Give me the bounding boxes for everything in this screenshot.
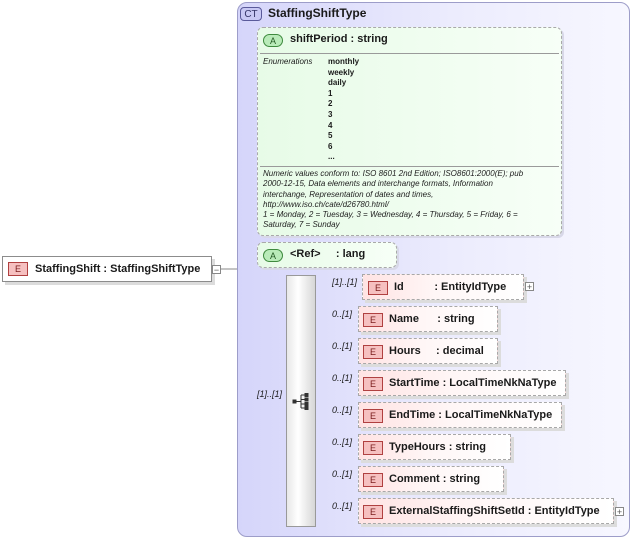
attribute-shiftperiod-label: shiftPeriod : string (290, 33, 388, 45)
child-element-label: Comment : string (389, 473, 481, 485)
child-element-externalstaffingshiftsetid[interactable]: E ExternalStaffingShiftSetId : EntityIdT… (358, 498, 614, 524)
child-cardinality: 0..[1] (332, 501, 353, 511)
element-badge: E (363, 313, 383, 327)
child-cardinality: 0..[1] (332, 405, 353, 415)
child-cardinality: 0..[1] (332, 341, 353, 351)
child-cardinality: [1]..[1] (332, 277, 358, 287)
expand-icon[interactable]: + (525, 282, 534, 292)
element-badge: E (368, 281, 388, 295)
child-element-label: Name : string (389, 313, 475, 325)
documentation-line: interchange, Representation of dates and… (263, 189, 434, 199)
documentation-line: Saturday, 7 = Sunday (263, 220, 340, 230)
documentation-line: Numeric values conform to: ISO 8601 2nd … (263, 169, 524, 178)
enumeration-value: 2 (328, 99, 333, 109)
element-badge: E (363, 441, 383, 455)
attribute-divider (260, 53, 559, 54)
sequence-cardinality: [1]..[1] (257, 389, 283, 399)
attribute-documentation: Numeric values conform to: ISO 8601 2nd … (263, 169, 561, 231)
child-element-starttime[interactable]: E StartTime : LocalTimeNkNaType (358, 370, 566, 396)
attribute-lang-box[interactable]: A <Ref> : lang (257, 242, 397, 268)
element-badge: E (363, 345, 383, 359)
complex-type-name: StaffingShiftType (268, 6, 367, 20)
root-element-badge: E (8, 262, 28, 276)
child-element-label: StartTime : LocalTimeNkNaType (389, 377, 557, 389)
enumeration-value: ... (328, 152, 335, 162)
sequence-compositor-icon (292, 393, 309, 410)
child-element-hours[interactable]: E Hours : decimal (358, 338, 498, 364)
enumeration-value: 1 (328, 88, 333, 98)
child-element-name[interactable]: E Name : string (358, 306, 498, 332)
note-divider (260, 166, 559, 167)
child-element-label: Id : EntityIdType (394, 281, 507, 293)
child-element-comment[interactable]: E Comment : string (358, 466, 504, 492)
enumeration-value: daily (328, 78, 347, 88)
child-element-label: ExternalStaffingShiftSetId : EntityIdTyp… (389, 505, 600, 517)
attribute-lang-label: <Ref> : lang (290, 248, 366, 260)
collapse-icon[interactable]: − (212, 265, 221, 275)
enumerations-label: Enumerations (263, 57, 313, 66)
child-cardinality: 0..[1] (332, 437, 353, 447)
documentation-line: http://www.iso.ch/cate/d26780.html/ (263, 199, 389, 209)
root-element-box[interactable]: E StaffingShift : StaffingShiftType (2, 256, 212, 282)
child-element-label: TypeHours : string (389, 441, 486, 453)
enumeration-value: 3 (328, 109, 333, 119)
child-cardinality: 0..[1] (332, 373, 353, 383)
expand-icon[interactable]: + (615, 507, 624, 517)
enumeration-value: 6 (328, 141, 333, 151)
documentation-line: 1 = Monday, 2 = Tuesday, 3 = Wednesday, … (263, 210, 518, 220)
child-element-label: Hours : decimal (389, 345, 484, 357)
attribute-badge: A (263, 249, 283, 262)
enumeration-value: 4 (328, 120, 333, 130)
element-badge: E (363, 409, 383, 423)
element-badge: E (363, 505, 383, 519)
documentation-line: 2000-12-15, Data elements and interchang… (263, 179, 493, 189)
enumeration-value: monthly (328, 57, 360, 66)
attribute-shiftperiod-box[interactable]: A shiftPeriod : string Enumerations mont… (257, 27, 562, 236)
enumeration-value: weekly (328, 67, 355, 77)
root-element-label: StaffingShift : StaffingShiftType (35, 263, 201, 275)
child-element-label: EndTime : LocalTimeNkNaType (389, 409, 553, 421)
element-badge: E (363, 377, 383, 391)
element-badge: E (363, 473, 383, 487)
enumeration-list: monthly weekly daily 1 2 3 4 5 6 ... (328, 57, 359, 163)
enumeration-value: 5 (328, 131, 333, 141)
child-cardinality: 0..[1] (332, 469, 353, 479)
child-element-id[interactable]: E Id : EntityIdType (362, 274, 524, 300)
child-element-typehours[interactable]: E TypeHours : string (358, 434, 511, 460)
child-cardinality: 0..[1] (332, 309, 353, 319)
sequence-compositor[interactable] (286, 275, 316, 527)
child-element-endtime[interactable]: E EndTime : LocalTimeNkNaType (358, 402, 562, 428)
attribute-badge: A (263, 34, 283, 47)
complex-type-badge: CT (240, 7, 262, 21)
